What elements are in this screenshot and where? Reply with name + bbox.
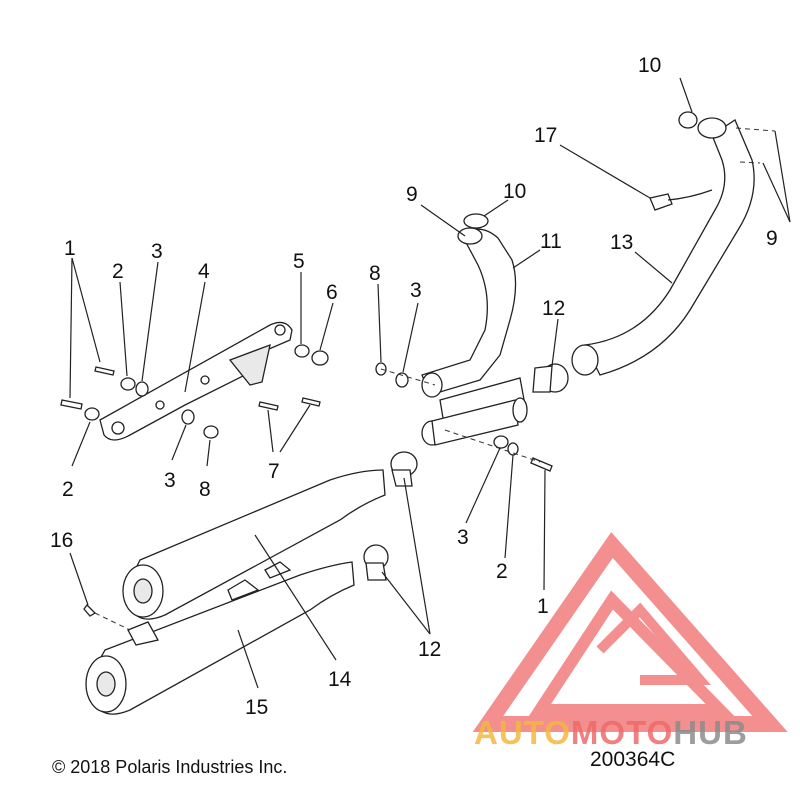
callout-5: 5 [293,250,305,273]
part-17-sensor [649,189,713,211]
part-11-head-pipe [421,213,528,446]
callout-15: 15 [245,696,268,719]
callout-9: 9 [766,227,778,250]
watermark-text-hub: HUB [673,714,748,751]
callout-14: 14 [328,668,352,691]
callout-8: 8 [369,262,381,285]
callout-2: 2 [62,478,74,501]
callout-1: 1 [537,595,549,618]
watermark-text: AUTOMOTOHUB [474,714,748,752]
callout-labels: 1 2 3 4 5 6 2 3 8 7 8 3 9 10 11 12 10 17… [50,54,778,719]
callout-3: 3 [151,240,163,263]
callout-3: 3 [410,279,422,302]
callout-1: 1 [64,237,76,260]
callout-2: 2 [112,260,124,283]
hardware-left [60,344,553,617]
callout-6: 6 [326,281,338,304]
callout-10: 10 [503,180,526,203]
callout-12: 12 [418,638,441,661]
copyright-notice: © 2018 Polaris Industries Inc. [52,757,288,777]
part-12-clamp-upper [532,363,569,393]
part-14-muffler [122,469,386,620]
callout-3: 3 [164,469,176,492]
alignment-lines [94,127,776,631]
watermark-text-auto: AUTO [474,714,571,751]
callout-11: 11 [540,230,562,253]
callout-3: 3 [457,526,469,549]
watermark-text-moto: MOTO [570,714,674,751]
drawing-number: 200364C [590,748,676,771]
callout-4: 4 [198,260,210,283]
callout-17: 17 [534,124,557,147]
callout-13: 13 [610,231,633,254]
part-12-clamp-lower [363,451,418,581]
callout-12: 12 [542,297,565,320]
part-15-muffler [85,561,355,715]
part-4-bracket [99,321,293,441]
callout-10: 10 [638,54,661,77]
callout-2: 2 [496,560,508,583]
callout-16: 16 [50,529,73,552]
watermark-logo [472,532,788,732]
callout-8: 8 [199,478,211,501]
part-13-head-pipe [571,111,755,376]
leader-lines [69,77,791,689]
callout-9: 9 [406,183,418,206]
callout-7: 7 [268,460,280,483]
